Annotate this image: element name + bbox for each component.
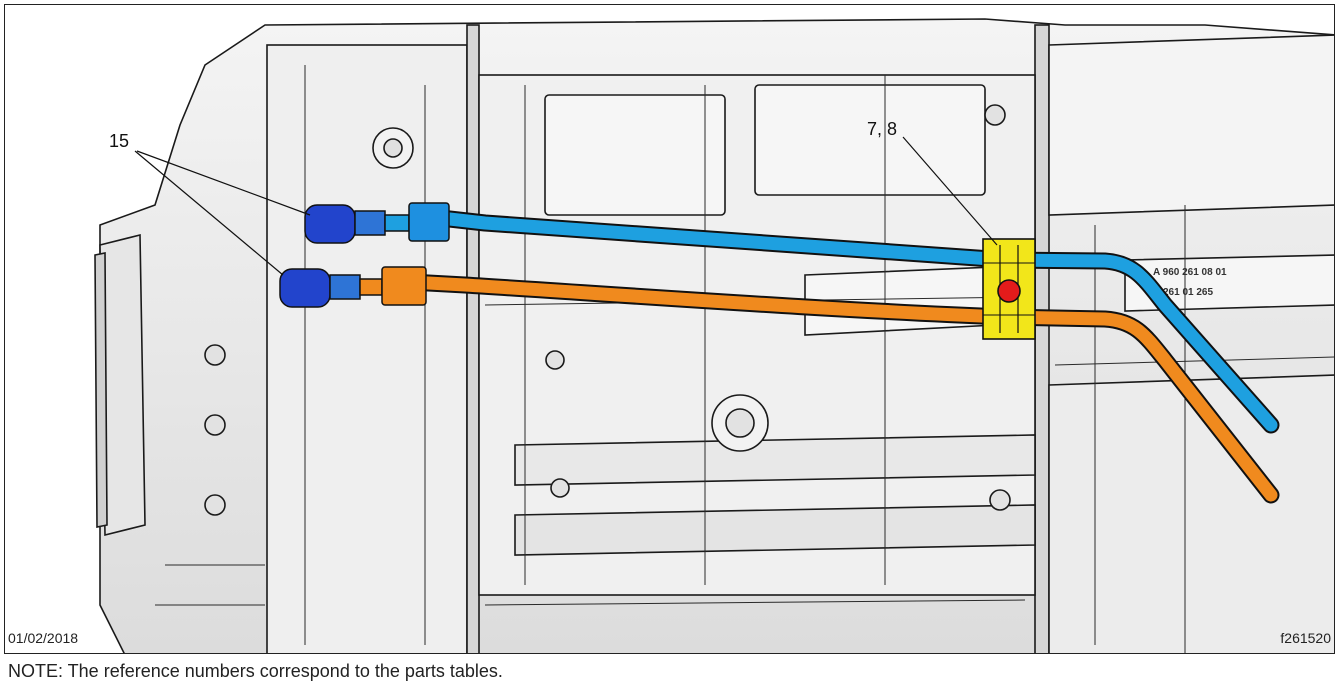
transmission-housing — [94, 18, 1334, 653]
callout-7-8: 7, 8 — [867, 119, 898, 139]
lower-fitting — [279, 266, 427, 308]
leader-lines — [134, 136, 998, 276]
figure-frame: A 960 261 08 01 261 01 265 — [4, 4, 1335, 654]
orange-line-fill — [403, 275, 1278, 502]
engraving-line-1: A 960 261 08 01 — [1153, 267, 1227, 278]
figure-note: NOTE: The reference numbers correspond t… — [8, 661, 503, 681]
blue-line-fill — [416, 209, 1278, 432]
figure-date: 01/02/2018 — [8, 630, 79, 646]
figure-id: f261520 — [1280, 630, 1331, 646]
callout-15: 15 — [109, 131, 130, 151]
upper-fitting — [304, 202, 450, 244]
engraving-line-2: 261 01 265 — [1163, 287, 1213, 298]
line-clamp — [982, 238, 1036, 340]
clamp-bolt — [997, 279, 1021, 303]
transmission-illustration: A 960 261 08 01 261 01 265 — [94, 18, 1334, 653]
